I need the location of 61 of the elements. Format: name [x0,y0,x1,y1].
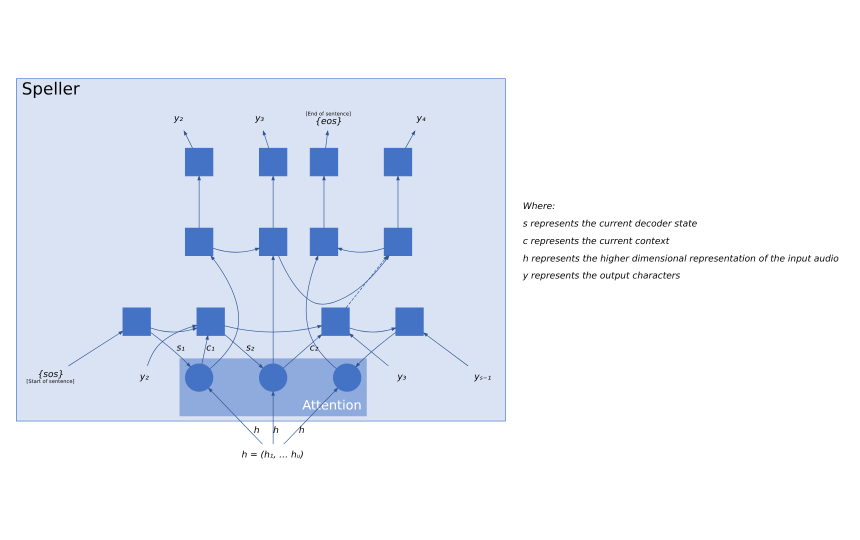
node-box [184,227,214,256]
label: c represents the current context [522,236,670,246]
edge-label: s₂ [246,342,254,353]
node-text: y₂ [174,114,183,124]
node-box [184,147,214,176]
node-text: {eos} [315,116,342,126]
arrow [322,174,326,228]
label: s represents the current decoder state [522,219,698,230]
arrow [405,130,416,148]
node-box [310,227,338,256]
node-box [196,307,225,336]
label: h represents the higher dimensional representation of the input audio [522,254,839,264]
edge-label: h [273,425,279,436]
node-text: h = (h₁, … hᵤ) [242,450,304,460]
arrow [422,332,468,366]
arrow [271,390,275,444]
arrow [355,332,396,368]
arrow [346,254,388,308]
edge-label: h [254,425,260,436]
arrow [150,327,198,332]
node-text: y₃ [255,114,264,124]
arrow [212,247,260,252]
arrow [224,334,264,368]
node-box [395,307,424,336]
arrow [348,332,389,366]
edge-label: c₁ [206,342,215,353]
label: y represents the output characters [522,271,680,282]
node-box [122,307,151,336]
node-text: y₂ [140,372,149,382]
arrow [396,174,400,228]
arrow [306,254,337,369]
arrow [283,333,322,368]
arrow [271,174,275,228]
arrow [202,334,209,364]
arrow [271,254,275,364]
arrow [262,130,270,148]
node-box [258,227,288,256]
node-text: {sos} [38,370,64,380]
arrow [147,324,198,366]
edge-label: h [298,425,305,436]
node-box [384,147,412,176]
arrow [68,330,124,366]
arrow [150,332,192,368]
node-text: yₛ₋₁ [474,372,492,382]
edge-label: c₂ [310,342,318,353]
arrow [197,174,201,228]
node-text: y₄ [416,114,426,124]
arrow [224,324,323,332]
node-box [321,307,350,336]
arrow [184,130,193,148]
node-box [384,227,412,256]
arrow [210,254,239,369]
edge-label: s₁ [176,342,185,353]
arrow [336,247,384,252]
node-box [310,147,338,176]
arrow [349,327,397,332]
arrow [208,386,263,444]
node-box [258,147,288,176]
arrow [325,130,330,148]
label: Where: [522,202,556,212]
node-text: y₃ [397,372,406,382]
